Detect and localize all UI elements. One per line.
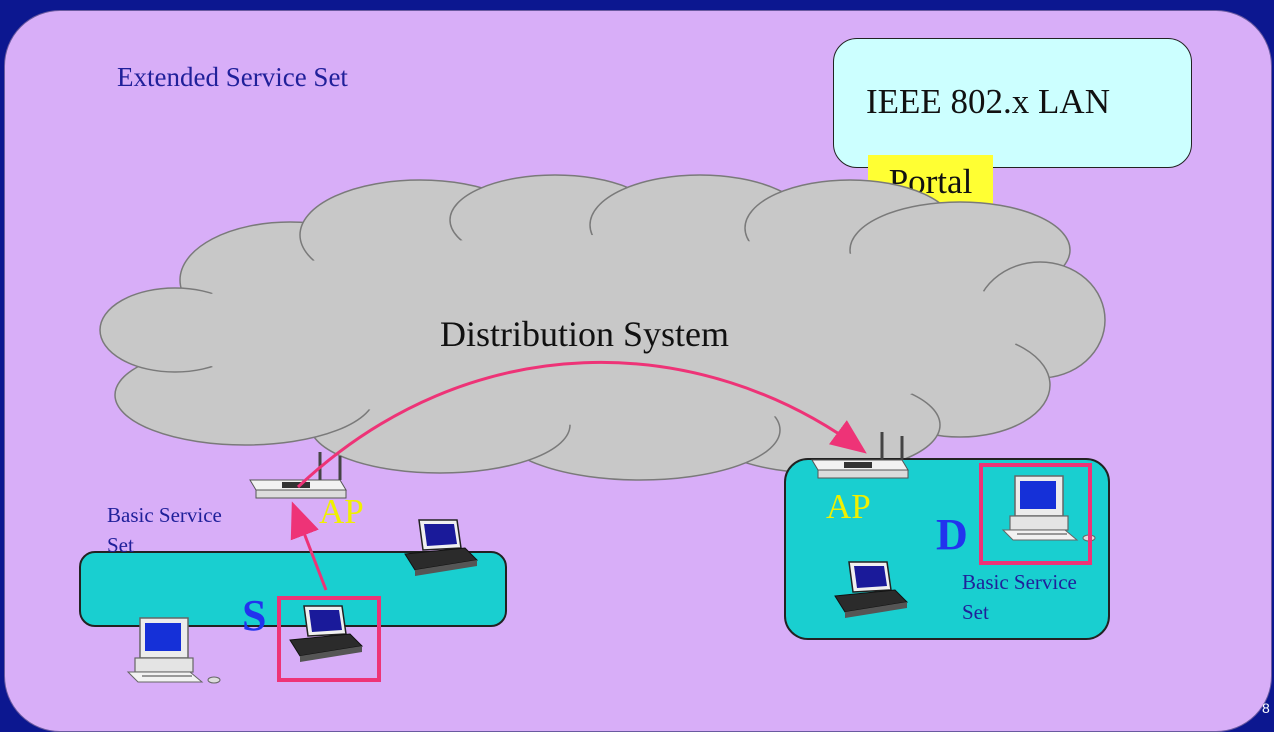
- bss-left-label: Basic Service Set: [107, 503, 222, 557]
- router-icon: [810, 430, 910, 480]
- ieee-lan-box: [833, 38, 1192, 168]
- destination-highlight: [979, 463, 1092, 565]
- source-label: S: [242, 591, 267, 640]
- network-devices-layer: [127, 360, 1096, 684]
- arrow-s-to-ap: [290, 501, 328, 591]
- ess-label: Extended Service Set: [117, 62, 348, 92]
- ap-left-label: AP: [319, 492, 364, 531]
- distribution-system-label: Distribution System: [440, 314, 730, 354]
- page-number: 8: [1262, 700, 1270, 716]
- desktop-computer-icon: [127, 617, 221, 684]
- laptop-icon: [834, 561, 908, 619]
- destination-label: D: [936, 510, 968, 559]
- distribution-system-cloud: [99, 174, 1106, 481]
- arrow-ap-to-ap: [296, 360, 867, 489]
- laptop-icon: [404, 519, 478, 577]
- source-highlight: [277, 596, 381, 682]
- ieee-lan-label: IEEE 802.x LAN: [866, 82, 1110, 121]
- bss-right-label: Basic Service Set: [962, 570, 1077, 624]
- ap-right-label: AP: [826, 487, 871, 526]
